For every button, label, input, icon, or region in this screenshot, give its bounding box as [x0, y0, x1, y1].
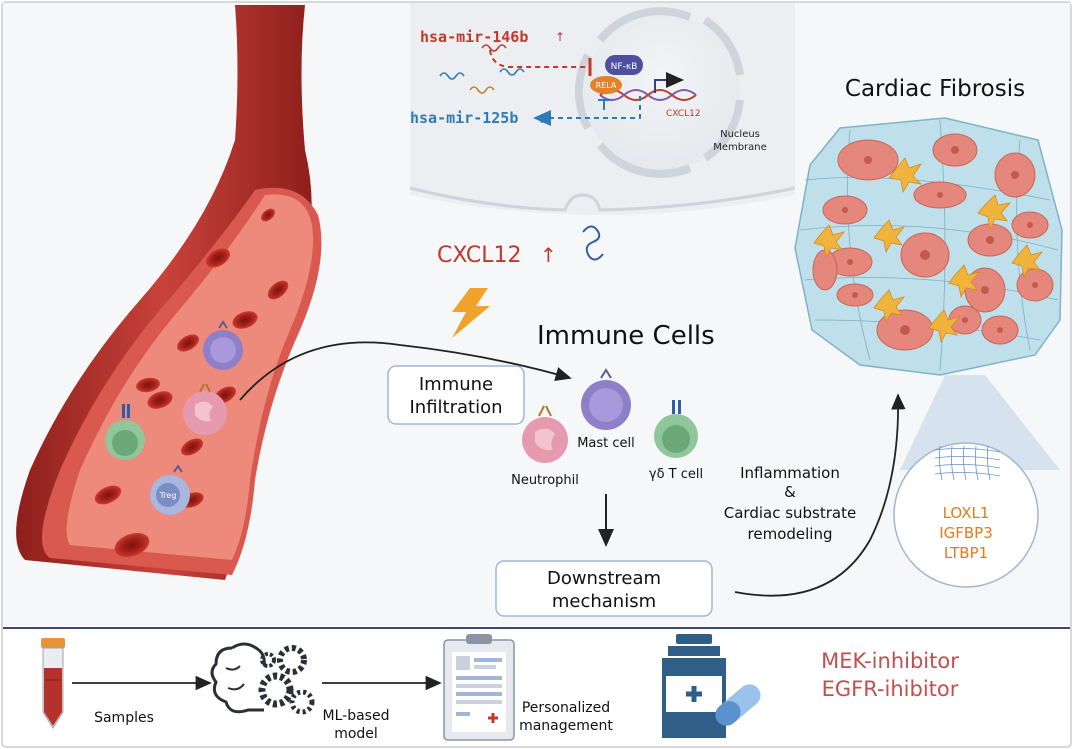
- vessel-gd-t-cell: [105, 404, 145, 460]
- pill-icon: [715, 684, 761, 726]
- vessel-treg-cell: Treg: [150, 464, 190, 515]
- pm-line-2: management: [519, 718, 613, 734]
- inflammation-line-2: &: [784, 483, 796, 501]
- vessel-mast-cell: [203, 320, 243, 370]
- cxcl12-label: CXCL12: [437, 243, 521, 268]
- ml-brain-icon: [210, 642, 315, 715]
- mast-cell-label: Mast cell: [577, 436, 635, 451]
- mir146-inhibition-line: [489, 49, 588, 68]
- clipboard-icon: [443, 634, 515, 741]
- mir146-arrow: ↑: [555, 30, 565, 44]
- transcription-arrow: [654, 72, 684, 93]
- mir125-arrow: ↓: [537, 112, 547, 126]
- nucleus-membrane-label-2: Membrane: [713, 142, 767, 153]
- gene-loxl1: LOXL1: [943, 504, 990, 522]
- medicine-bottle-icon: [662, 634, 726, 738]
- downstream-line-2: mechanism: [552, 591, 656, 612]
- drug-egfr-inhibitor: EGFR-ihibitor: [822, 677, 959, 701]
- ecm-callout: LOXL1 IGFBP3 LTBP1: [893, 442, 1039, 588]
- blood-vessel: [16, 5, 322, 580]
- lightning-icon: [452, 288, 490, 338]
- inflammation-line-4: remodeling: [748, 525, 833, 543]
- nucleus-panel: NF-κB RELA CXCL12 hsa-mir-146b ↑ hsa-mir…: [409, 3, 796, 215]
- inflammation-line-1: Inflammation: [740, 464, 840, 482]
- immune-cells-title: Immune Cells: [537, 321, 715, 351]
- immune-infiltration-box: Immune Infiltration: [387, 365, 525, 425]
- pm-line-1: Personalized: [522, 700, 610, 716]
- downstream-box: Downstream mechanism: [495, 560, 713, 617]
- infiltration-arrow: [239, 341, 572, 401]
- nfkb-protein: NF-κB: [605, 55, 643, 75]
- infiltration-line-2: Infiltration: [409, 397, 502, 418]
- nucleus-membrane-label-1: Nucleus: [720, 129, 760, 140]
- fibrosis-arrow: [734, 393, 906, 597]
- test-tube-icon: [41, 638, 65, 729]
- ml-model-line-2: model: [334, 726, 378, 742]
- mir125-line: [533, 96, 641, 126]
- nucleus-membrane: [596, 7, 692, 43]
- downstream-line-1: Downstream: [547, 568, 661, 589]
- gene-igfbp3: IGFBP3: [939, 524, 993, 542]
- samples-label: Samples: [94, 710, 154, 726]
- mir146-label: hsa-mir-146b: [420, 28, 528, 46]
- treg-label: Treg: [159, 491, 177, 500]
- gd-t-cell: γδ T cell: [649, 400, 703, 482]
- mirna-squiggles: [439, 44, 525, 94]
- mir125-label: hsa-mir-125b: [410, 109, 518, 127]
- ecm-mesh-icon: [934, 445, 1001, 481]
- cardiac-tissue: [794, 117, 1063, 376]
- cardiac-fibrosis-title: Cardiac Fibrosis: [845, 76, 1025, 102]
- neutrophil-label: Neutrophil: [511, 473, 579, 488]
- inflammation-line-3: Cardiac substrate: [724, 504, 856, 522]
- cxcl12-gene-label: CXCL12: [666, 109, 701, 119]
- gene-ltbp1: LTBP1: [944, 544, 988, 562]
- rela-label: RELA: [596, 81, 617, 90]
- rela-protein: RELA: [590, 76, 622, 94]
- gd-t-cell-label: γδ T cell: [649, 467, 703, 482]
- cell-membrane: [409, 186, 796, 212]
- infiltration-line-1: Immune: [419, 374, 493, 395]
- vessel-neutrophil: [183, 383, 227, 435]
- neutrophil-cell: Neutrophil: [511, 405, 579, 488]
- cxcl12-arrow: ↑: [540, 243, 557, 267]
- mast-cell: Mast cell: [577, 368, 635, 451]
- drug-mek-inhibitor: MEK-inhibitor: [821, 649, 959, 673]
- nfkb-label: NF-κB: [611, 62, 638, 72]
- ml-model-line-1: ML-based: [323, 708, 390, 724]
- cxcl12-protein-icon: [582, 225, 604, 261]
